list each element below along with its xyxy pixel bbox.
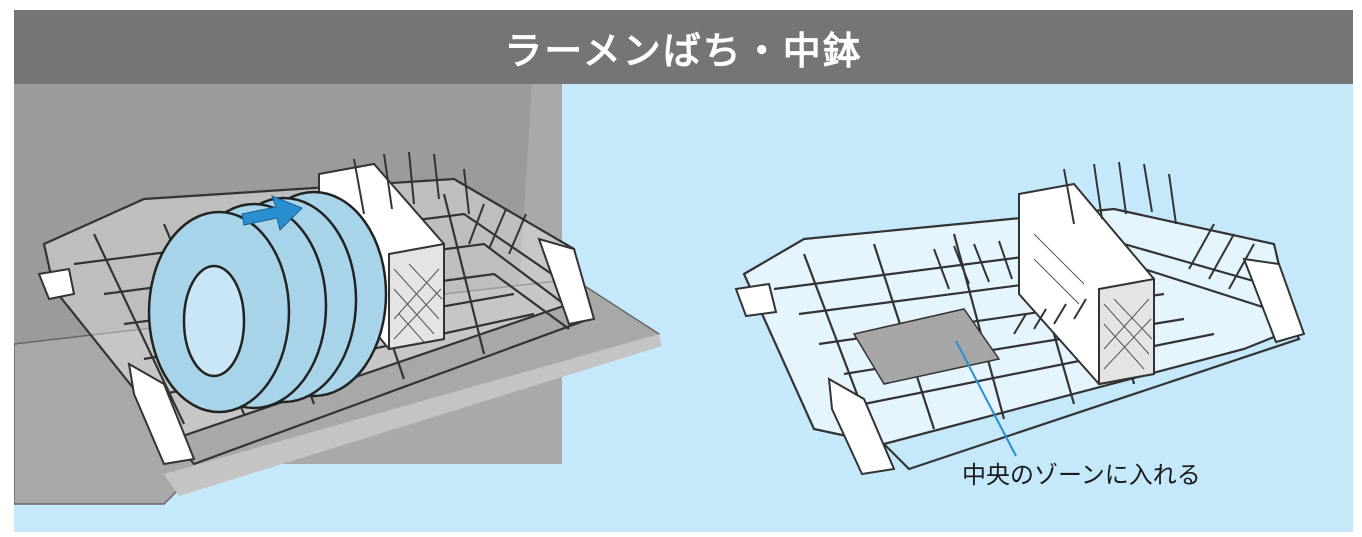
illustration-svg <box>14 84 1306 505</box>
insert-arrow <box>241 195 303 231</box>
center-zone <box>852 308 1001 385</box>
zone-leader-line <box>955 340 1017 457</box>
right-illustration <box>734 161 1306 476</box>
right-rack-handles <box>734 257 1306 476</box>
left-tines <box>353 151 527 255</box>
right-basket-mesh <box>1033 233 1153 370</box>
zone-caption: 中央のゾーンに入れる <box>962 461 1201 489</box>
stacked-bowls <box>147 190 388 414</box>
illustration-panel <box>14 84 1353 532</box>
left-illustration <box>14 84 662 505</box>
right-cutlery-basket <box>1018 182 1155 386</box>
right-tines <box>933 161 1255 335</box>
basket-mesh <box>393 263 443 343</box>
dishwasher-door-edge <box>164 334 662 496</box>
rack-handles <box>37 237 596 466</box>
section-header: ラーメンばち・中鉢 <box>14 10 1353 84</box>
header-title: ラーメンばち・中鉢 <box>504 28 863 73</box>
